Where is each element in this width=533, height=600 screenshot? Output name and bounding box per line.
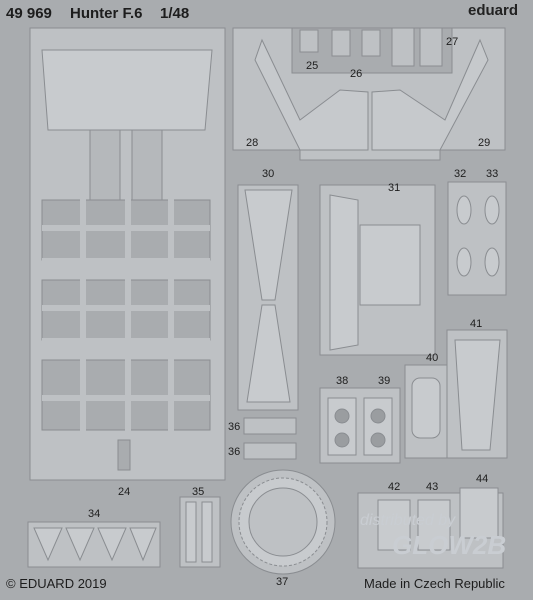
part-number: 41 <box>470 318 483 330</box>
part-number: 31 <box>388 182 401 194</box>
part-24 <box>29 27 226 481</box>
part-number: 39 <box>378 375 391 387</box>
part-number: 24 <box>118 486 131 498</box>
part-number: 36 <box>228 446 241 458</box>
part-number: 33 <box>486 168 499 180</box>
part-number: 27 <box>446 36 459 48</box>
part-number: 30 <box>262 168 275 180</box>
part-30 <box>237 184 299 411</box>
part-number: 37 <box>276 576 289 588</box>
part-31 <box>319 184 436 356</box>
model-name: Hunter F.6 <box>70 5 143 22</box>
part-number: 35 <box>192 486 205 498</box>
origin: Made in Czech Republic <box>364 576 505 591</box>
parts-32-33 <box>447 181 507 296</box>
part-37 <box>230 469 336 575</box>
part-36 <box>243 417 297 460</box>
part-number: 43 <box>426 481 439 493</box>
part-35 <box>179 496 221 568</box>
part-number: 32 <box>454 168 467 180</box>
part-number: 36 <box>228 421 241 433</box>
part-40 <box>404 364 448 459</box>
watermark-line1: distributed by <box>360 512 456 529</box>
part-number: 29 <box>478 137 491 149</box>
part-number: 38 <box>336 375 349 387</box>
part-number: 25 <box>306 60 319 72</box>
brand-logo: eduard <box>468 2 519 19</box>
part-number: 34 <box>88 508 101 520</box>
part-number: 40 <box>426 352 439 364</box>
parts-38-39 <box>319 387 401 464</box>
part-number: 44 <box>476 473 489 485</box>
set-number: 49 969 <box>6 5 52 22</box>
copyright: © EDUARD 2019 <box>6 576 107 591</box>
watermark-line2: GLOW2B <box>392 530 507 560</box>
part-number: 26 <box>350 68 363 80</box>
part-number: 28 <box>246 137 259 149</box>
parts-42-44 <box>357 487 504 569</box>
part-41 <box>446 329 508 459</box>
part-number: 42 <box>388 481 401 493</box>
parts-25-27 <box>299 27 443 67</box>
part-34 <box>27 521 161 568</box>
scale: 1/48 <box>160 5 190 22</box>
